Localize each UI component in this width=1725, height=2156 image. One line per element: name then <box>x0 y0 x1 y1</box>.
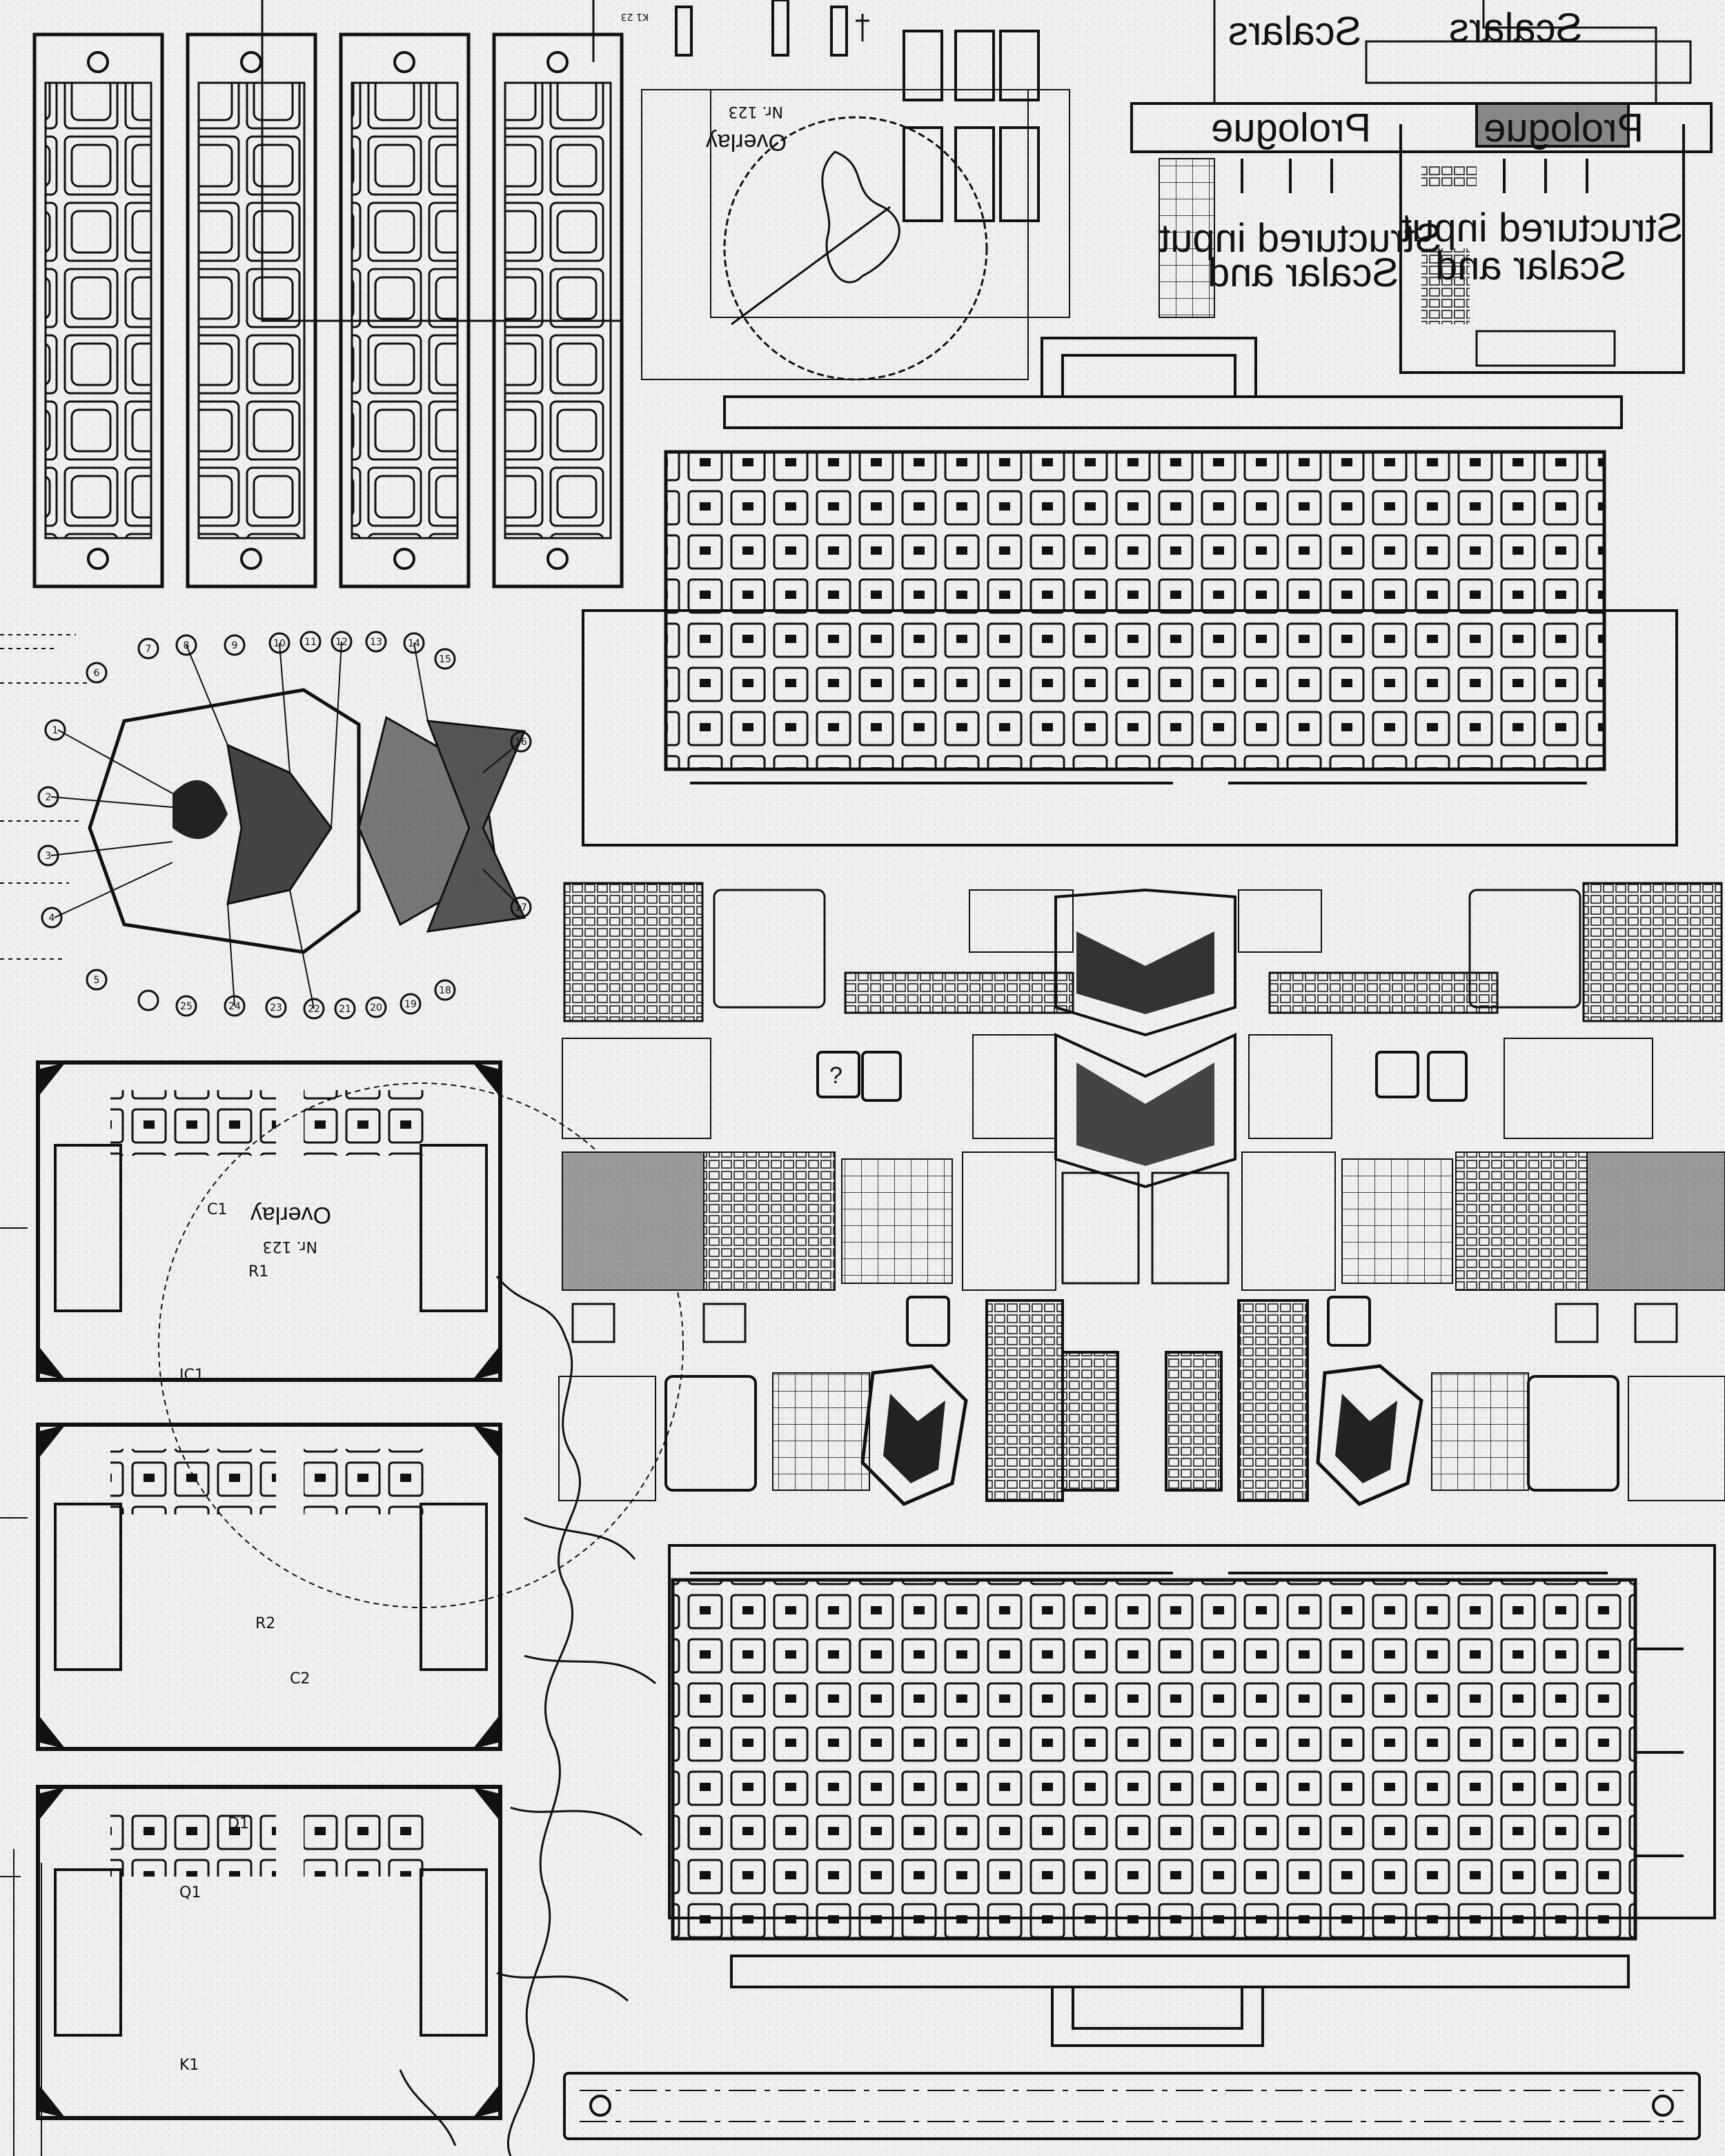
technical-collage: K1 23 Overlay Nr. 123 Prologue Prologue … <box>0 0 1725 2156</box>
collage-canvas: K1 23 Overlay Nr. 123 Prologue Prologue … <box>0 0 1725 2156</box>
